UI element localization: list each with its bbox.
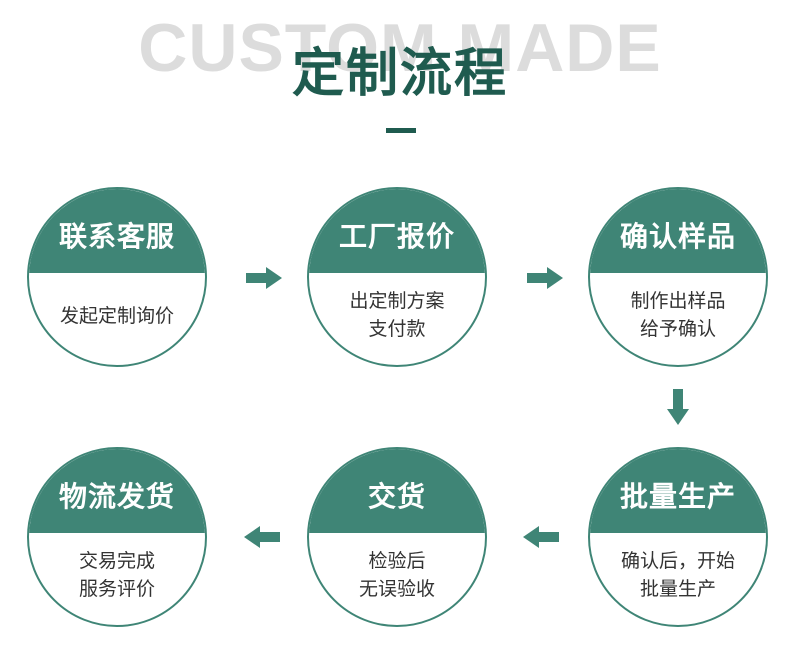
step-description: 发起定制询价 bbox=[29, 302, 205, 330]
title-underline bbox=[386, 128, 416, 133]
step-description: 确认后，开始 批量生产 bbox=[590, 547, 766, 603]
step-description-line: 确认后，开始 bbox=[620, 550, 735, 572]
step-confirm-sample: 确认样品 制作出样品 给予确认 bbox=[588, 187, 768, 367]
step-contact-service: 联系客服 发起定制询价 bbox=[27, 187, 207, 367]
step-title: 物流发货 bbox=[29, 449, 205, 533]
step-description-line: 无误验收 bbox=[358, 578, 435, 600]
step-description-line: 批量生产 bbox=[639, 578, 716, 600]
step-description: 出定制方案 支付款 bbox=[309, 287, 485, 343]
step-description-line: 交易完成 bbox=[78, 550, 155, 572]
step-delivery: 交货 检验后 无误验收 bbox=[307, 447, 487, 627]
step-factory-quote: 工厂报价 出定制方案 支付款 bbox=[307, 187, 487, 367]
step-title: 交货 bbox=[309, 449, 485, 533]
arrow-down-icon bbox=[667, 389, 689, 425]
step-description: 检验后 无误验收 bbox=[309, 547, 485, 603]
step-title: 联系客服 bbox=[29, 189, 205, 273]
arrow-right-icon bbox=[527, 267, 563, 289]
step-description-line: 给予确认 bbox=[639, 318, 716, 340]
step-title: 确认样品 bbox=[590, 189, 766, 273]
arrow-right-icon bbox=[246, 267, 282, 289]
watermark-title: CUSTOM MADE bbox=[138, 10, 662, 86]
step-title: 批量生产 bbox=[590, 449, 766, 533]
step-description-line: 出定制方案 bbox=[349, 290, 445, 312]
step-description-line: 检验后 bbox=[368, 550, 426, 572]
step-mass-production: 批量生产 确认后，开始 批量生产 bbox=[588, 447, 768, 627]
arrow-left-icon bbox=[523, 526, 559, 548]
step-description-line: 发起定制询价 bbox=[59, 305, 174, 327]
step-logistics-shipping: 物流发货 交易完成 服务评价 bbox=[27, 447, 207, 627]
page-title: 定制流程 bbox=[291, 44, 508, 104]
step-description: 制作出样品 给予确认 bbox=[590, 287, 766, 343]
step-title: 工厂报价 bbox=[309, 189, 485, 273]
step-description-line: 制作出样品 bbox=[630, 290, 726, 312]
step-description-line: 支付款 bbox=[368, 318, 426, 340]
step-description-line: 服务评价 bbox=[78, 578, 155, 600]
arrow-left-icon bbox=[244, 526, 280, 548]
step-description: 交易完成 服务评价 bbox=[29, 547, 205, 603]
